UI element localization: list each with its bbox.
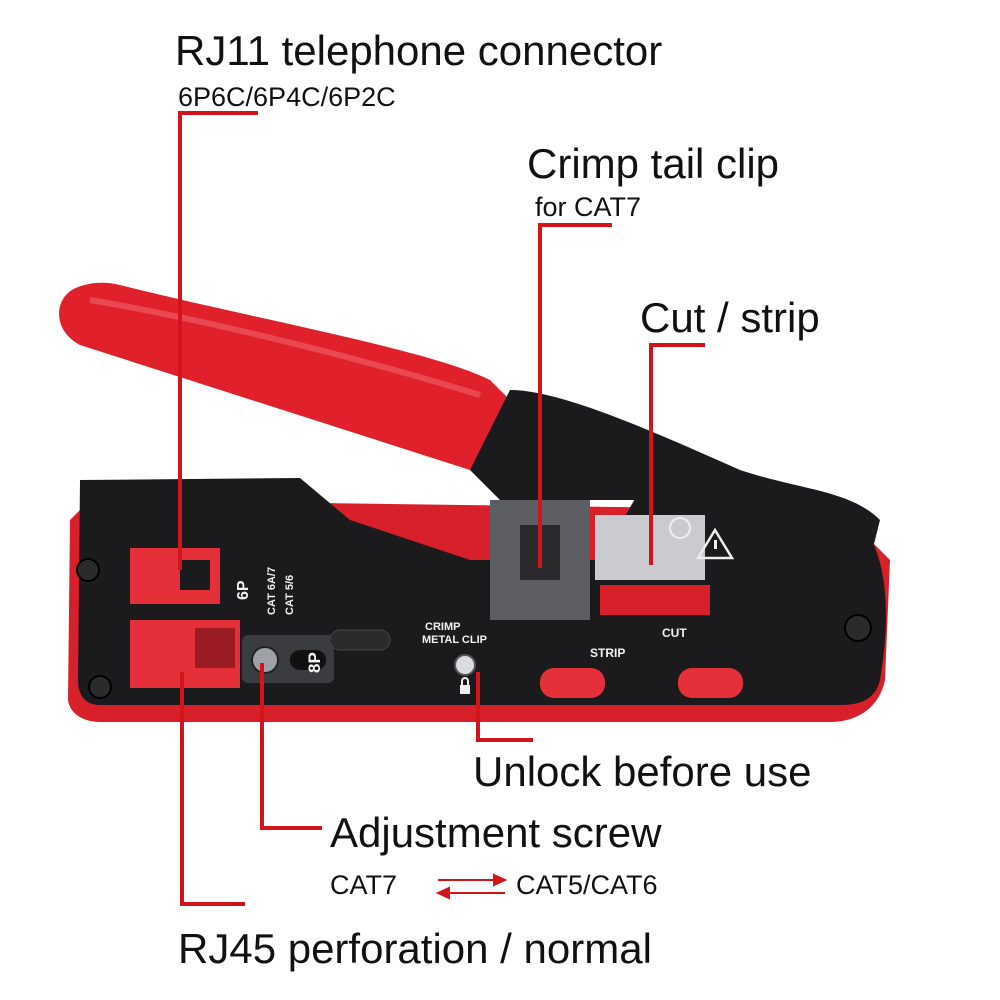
adjustment-screw — [251, 646, 279, 674]
callout-rj11 — [178, 111, 258, 570]
callout-crimp — [538, 223, 612, 568]
double-arrow-icon — [435, 873, 508, 900]
mark-cat56: CAT 5/6 — [284, 575, 296, 615]
lock-pin — [454, 654, 476, 676]
mark-crimp: CRIMP — [425, 621, 460, 633]
callout-unlock — [476, 672, 533, 742]
callout-cut — [649, 343, 705, 565]
cat7-label: CAT7 — [330, 870, 398, 900]
strip-button — [540, 668, 605, 698]
cut-button — [678, 668, 743, 698]
callout-adjust — [260, 663, 322, 830]
cat56-label: CAT5/CAT6 — [516, 870, 658, 900]
crimp-title: Crimp tail clip — [527, 140, 780, 187]
mark-cat6a7: CAT 6A/7 — [266, 567, 278, 615]
mark-cut: CUT — [662, 626, 687, 640]
screw-left-top — [76, 558, 100, 582]
rj45-title: RJ45 perforation / normal — [178, 925, 652, 972]
hand-icon — [669, 517, 691, 539]
handle-grip — [59, 282, 513, 472]
cut-strip-title: Cut / strip — [640, 294, 820, 341]
mark-6p: 6P — [235, 580, 252, 600]
adjustment-screw-title: Adjustment screw — [330, 809, 662, 856]
callout-lines — [178, 111, 705, 906]
mark-strip: STRIP — [590, 646, 625, 660]
lock-icon — [460, 677, 470, 694]
callout-rj45 — [180, 672, 245, 906]
screw-right — [844, 614, 872, 642]
warning-icon — [695, 527, 735, 560]
mark-metal-clip: METAL CLIP — [422, 634, 487, 646]
rj11-subtitle: 6P6C/6P4C/6P2C — [178, 82, 396, 112]
unlock-title: Unlock before use — [473, 748, 812, 795]
crimp-subtitle: for CAT7 — [535, 192, 642, 222]
mark-8p: 8P — [305, 652, 324, 673]
rj11-title: RJ11 telephone connector — [175, 27, 663, 74]
screw-left-bottom — [88, 675, 112, 699]
